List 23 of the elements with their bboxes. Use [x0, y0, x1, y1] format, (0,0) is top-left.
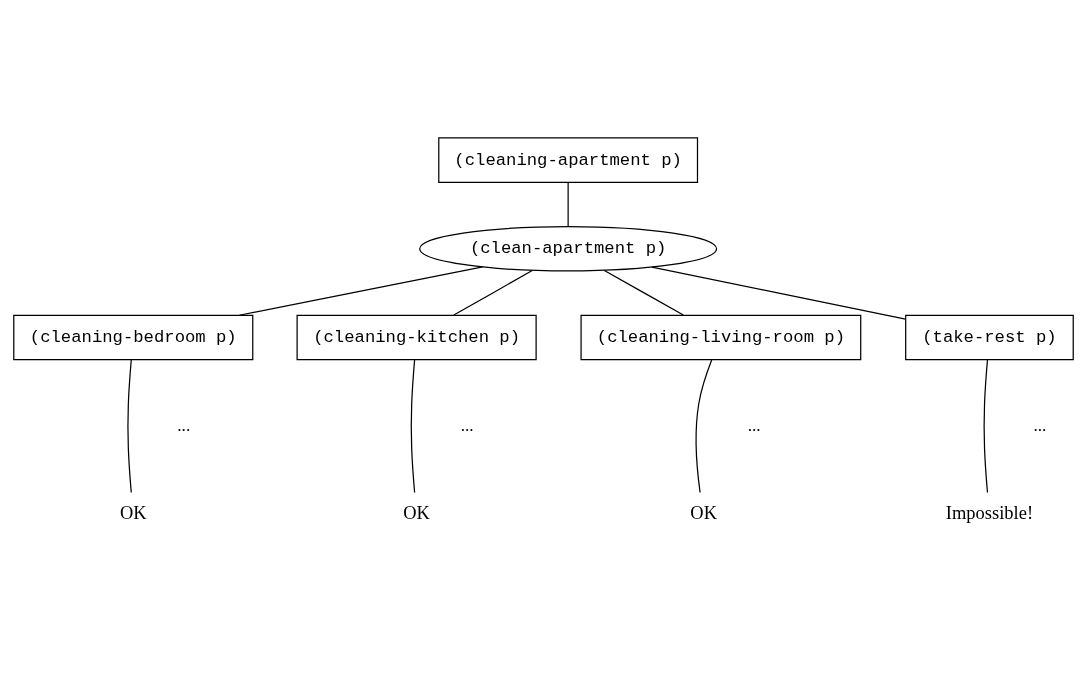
node-box: (cleaning-living-room p): [580, 314, 862, 361]
label: ...: [1033, 415, 1047, 435]
connector: [695, 359, 713, 494]
node-text: OK: [403, 503, 430, 524]
node-box: (take-rest p): [905, 314, 1074, 361]
node-box: (cleaning-kitchen p): [296, 314, 537, 361]
connector: [603, 269, 684, 316]
label: ...: [177, 415, 191, 435]
node-box: (cleaning-apartment p): [438, 137, 699, 183]
connector: [238, 266, 484, 316]
node-text: OK: [119, 503, 147, 524]
connector: [453, 269, 533, 316]
connector: [983, 359, 989, 494]
label: ...: [747, 415, 761, 435]
connector: [127, 359, 132, 494]
node-text: OK: [690, 503, 717, 524]
label: ...: [460, 415, 474, 435]
node-ellipse: (clean-apartment p): [419, 226, 718, 272]
connector: [567, 182, 569, 228]
connector: [651, 266, 907, 320]
connector: [410, 359, 416, 494]
node-box: (cleaning-bedroom p): [13, 314, 254, 361]
node-text: Impossible!: [945, 503, 1034, 524]
